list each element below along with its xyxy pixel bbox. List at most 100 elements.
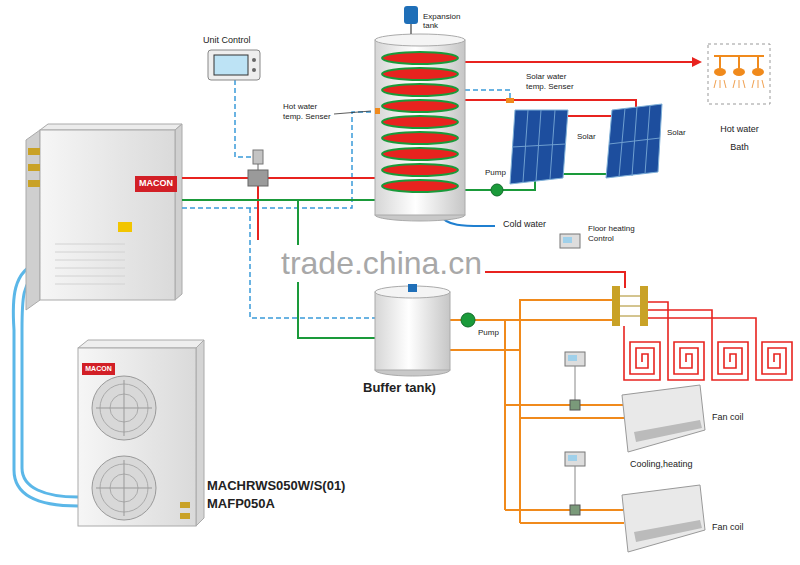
solar-pump bbox=[491, 184, 503, 196]
return-pipe bbox=[465, 189, 491, 191]
floor-heating-coil bbox=[648, 302, 668, 342]
component-label: Hot water temp. Senser bbox=[283, 102, 331, 121]
outdoor-unit bbox=[96, 380, 152, 436]
outdoor-unit bbox=[196, 340, 204, 526]
fan-coil-unit bbox=[634, 420, 702, 442]
hot-water-tank bbox=[375, 108, 380, 114]
hot-water-tank bbox=[382, 164, 458, 176]
room-thermostat bbox=[568, 355, 577, 361]
hot-water-tank bbox=[382, 100, 458, 112]
heating-pipe bbox=[505, 509, 623, 511]
expansion-tank bbox=[404, 6, 418, 24]
room-thermostat bbox=[575, 366, 576, 505]
floor-heating-coil bbox=[624, 342, 660, 380]
shower-bath bbox=[708, 44, 770, 104]
unit-controller bbox=[252, 68, 256, 72]
solar-panel bbox=[609, 105, 660, 177]
shower-bath bbox=[733, 68, 745, 76]
floor-manifold bbox=[640, 286, 648, 326]
indoor-unit bbox=[55, 244, 125, 284]
label-text: Fan coil bbox=[712, 522, 744, 532]
label-text: Buffer tank) bbox=[363, 380, 436, 395]
room-thermostat bbox=[560, 234, 580, 248]
floor-heating-coil bbox=[756, 342, 792, 380]
zone-valve bbox=[570, 400, 580, 410]
expansion-tank bbox=[410, 24, 412, 34]
indoor-unit bbox=[55, 268, 125, 269]
hot-pipe bbox=[257, 186, 259, 240]
hot-water-tank bbox=[382, 116, 458, 128]
label-text: MAFP050A bbox=[207, 496, 275, 511]
component-label: Unit Control bbox=[203, 35, 251, 45]
shower-bath bbox=[714, 68, 726, 76]
three-way-valve bbox=[253, 150, 263, 164]
indoor-unit bbox=[40, 130, 175, 300]
fan-coil-unit bbox=[634, 520, 702, 542]
three-way-valve bbox=[258, 164, 259, 170]
control-wire bbox=[465, 90, 510, 98]
floor-manifold bbox=[612, 286, 620, 326]
component-label: Floor heating Control bbox=[588, 224, 635, 243]
solar-panel bbox=[510, 104, 662, 184]
watermark: trade.china.cn bbox=[281, 245, 482, 281]
shower-bath bbox=[752, 68, 764, 76]
hot-pipe bbox=[567, 115, 611, 117]
solar-panel bbox=[512, 110, 566, 182]
component-label: Expansion tank bbox=[423, 12, 460, 30]
label-text: Solar bbox=[667, 128, 686, 137]
indoor-unit bbox=[118, 222, 132, 232]
indoor-unit bbox=[55, 276, 125, 277]
component-label: Fan coil bbox=[712, 522, 744, 532]
fan-coil-unit bbox=[622, 385, 705, 452]
brand-badge: MACON bbox=[135, 176, 177, 192]
three-way-valve bbox=[248, 170, 268, 186]
floor-manifold bbox=[612, 286, 648, 326]
circulation-pump bbox=[461, 313, 475, 327]
room-thermostat bbox=[565, 452, 585, 466]
component-label: Pump bbox=[485, 168, 506, 177]
indoor-unit bbox=[55, 284, 125, 285]
room-thermostat bbox=[568, 455, 577, 461]
label-text: Hot water temp. Senser bbox=[283, 102, 333, 122]
hot-water-tank bbox=[382, 180, 458, 192]
floor-heating-coil bbox=[624, 302, 792, 380]
component-label: Buffer tank) bbox=[363, 380, 436, 395]
component-label: MAFP050A bbox=[207, 496, 275, 511]
label-text: Solar water temp. Senser bbox=[526, 72, 576, 92]
control-wire bbox=[182, 112, 374, 208]
zone-valve bbox=[570, 400, 580, 515]
indoor-unit bbox=[55, 260, 125, 261]
hot-pipe bbox=[465, 100, 636, 107]
heating-pipe bbox=[504, 320, 506, 510]
heating-pipe bbox=[475, 319, 612, 321]
label-text: Pump bbox=[478, 328, 499, 337]
heating-pipe bbox=[520, 300, 612, 523]
unit-controller bbox=[208, 50, 260, 80]
unit-controller bbox=[208, 50, 260, 80]
heating-pipe bbox=[450, 319, 461, 321]
hot-water-tank bbox=[375, 40, 465, 215]
component-label: Hot water Bath bbox=[720, 124, 759, 152]
component-label: Cold water bbox=[503, 219, 546, 229]
indoor-unit bbox=[40, 124, 182, 130]
component-label: Pump bbox=[478, 328, 499, 337]
outdoor-unit bbox=[180, 513, 190, 519]
buffer-tank bbox=[375, 292, 450, 370]
label-text: Solar bbox=[577, 132, 596, 141]
indoor-unit bbox=[26, 130, 40, 310]
indoor-unit bbox=[175, 124, 182, 300]
component-label: Solar bbox=[667, 128, 686, 137]
component-label: Fan coil bbox=[712, 412, 744, 422]
label-text: Unit Control bbox=[203, 35, 251, 45]
control-wire bbox=[235, 80, 253, 157]
three-way-valve bbox=[248, 150, 268, 186]
indoor-unit bbox=[26, 124, 182, 310]
zone-valve bbox=[570, 505, 580, 515]
component-label: Solar bbox=[577, 132, 596, 141]
label-text: Cooling,heating bbox=[630, 459, 693, 469]
unit-controller bbox=[214, 55, 248, 75]
hot-pipe bbox=[268, 177, 375, 179]
solar-panel bbox=[510, 110, 568, 184]
outdoor-unit bbox=[180, 502, 190, 508]
